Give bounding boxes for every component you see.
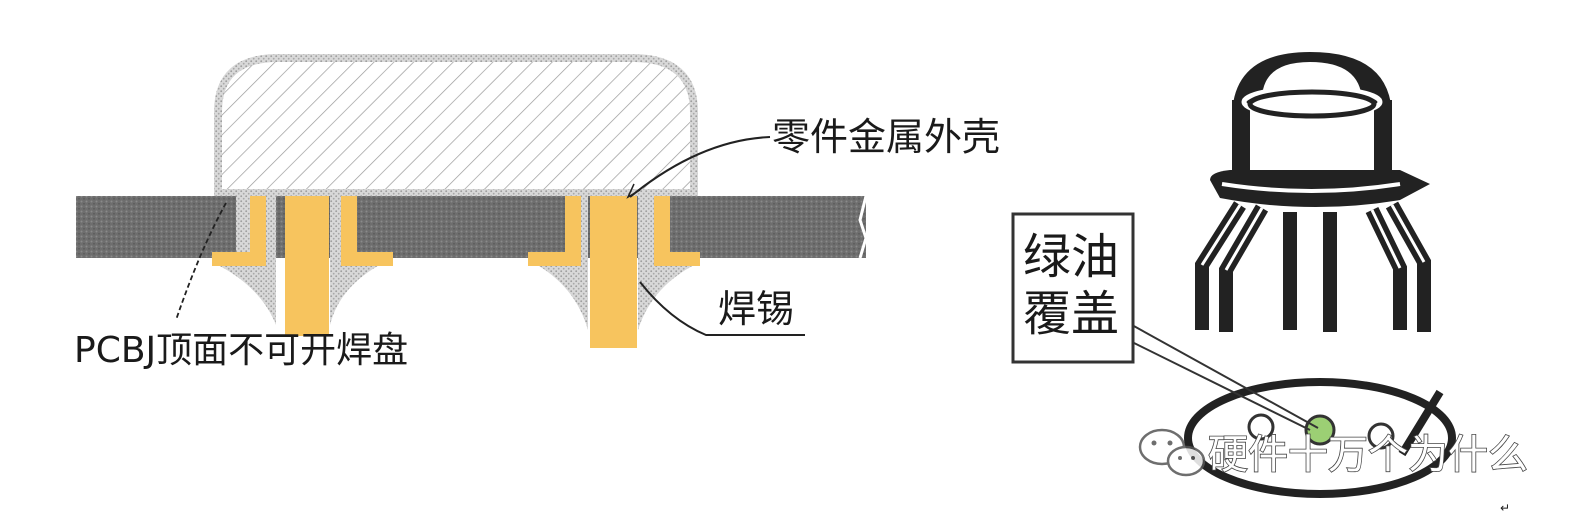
component-lead-left [285,196,329,336]
pcb-board [76,196,866,258]
label-solder: 焊锡 [718,287,794,331]
pcb-cross-section [76,54,868,348]
watermark-text: 硬件十万个为什么 [1208,432,1528,478]
green-oil-callout [1011,212,1319,431]
hole-right [1367,422,1395,450]
via-left [212,196,393,336]
led-component [1195,52,1431,332]
solder-leader-line [639,281,805,336]
wechat-icon [1138,428,1206,477]
shell-leader-line [629,136,771,198]
watermark: 硬件十万个为什么 [1138,428,1529,479]
corner-return-mark: ↵ [1500,501,1510,515]
pcb-top-leader-line [175,202,227,321]
component-metal-shell [214,54,698,197]
component-lead-right [590,196,637,348]
hole-left [1247,413,1275,441]
label-green-oil-line2: 覆盖 [1023,286,1119,342]
green-oil-pad [1304,414,1336,446]
label-metal-shell: 零件金属外壳 [772,115,1000,159]
label-green-oil-line1: 绿油 [1023,229,1119,285]
label-pcb-top: PCBJ顶面不可开焊盘 [74,330,408,371]
pcb-top-view [1184,378,1456,498]
